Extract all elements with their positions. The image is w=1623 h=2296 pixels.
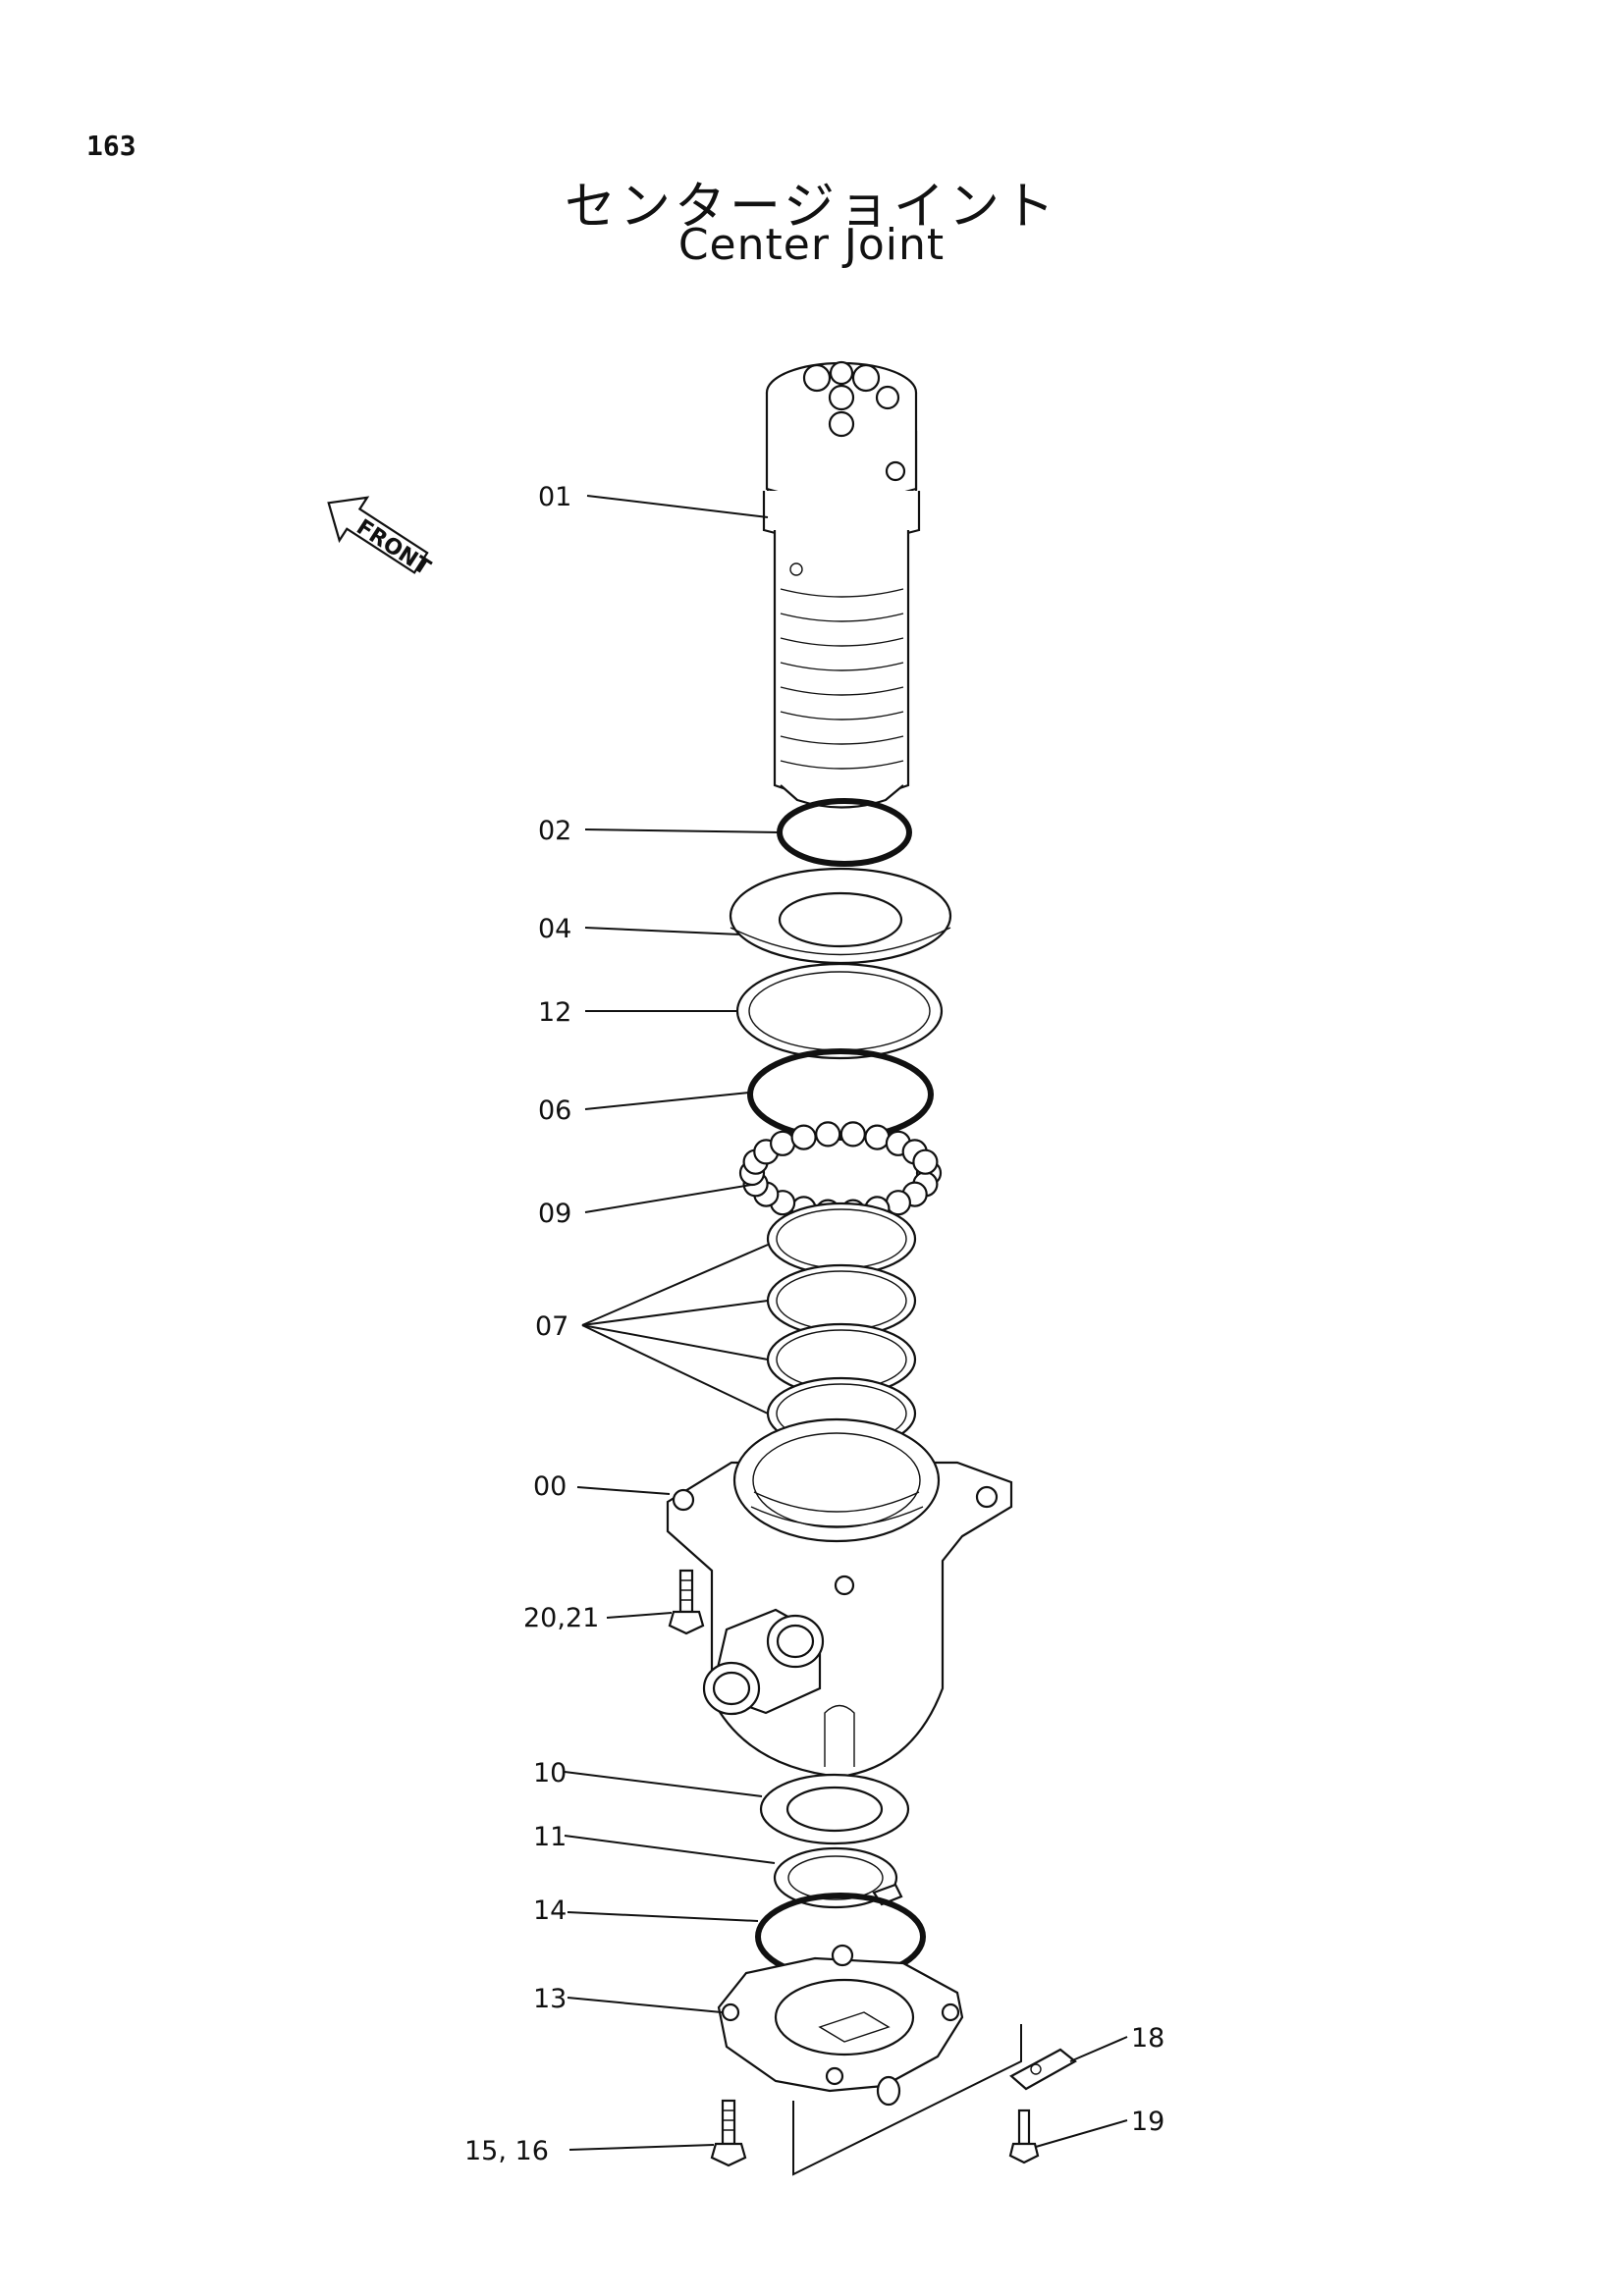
- part-10-washer: [759, 1773, 910, 1845]
- callout-11: 11: [533, 1822, 567, 1852]
- leader-lines: [564, 495, 1128, 2151]
- callout-07: 07: [535, 1311, 568, 1342]
- part-13-cover: [717, 1944, 964, 2107]
- steel-ball: [790, 1124, 817, 1150]
- callout-09: 09: [538, 1199, 571, 1229]
- part-18-plate: [1009, 2048, 1077, 2091]
- bolt-15-16: [710, 2099, 747, 2167]
- part-00-body: [666, 1417, 1013, 1779]
- callout-12: 12: [538, 997, 571, 1028]
- part-07-seal-rings: [766, 1201, 917, 1451]
- callout-19: 19: [1131, 2107, 1164, 2137]
- part-01-spindle: [762, 360, 921, 809]
- callout-06: 06: [538, 1095, 571, 1126]
- front-label: FRONT: [352, 515, 434, 581]
- steel-ball: [885, 1190, 912, 1216]
- callout-13: 13: [533, 1984, 567, 2014]
- callout-04: 04: [538, 914, 571, 944]
- bolt-20-21: [668, 1569, 705, 1635]
- callout-01: 01: [538, 482, 571, 512]
- part-11-retaining-ring: [773, 1846, 903, 1909]
- front-arrow-icon: FRONT: [327, 496, 435, 581]
- callout-10: 10: [533, 1758, 567, 1789]
- callout-15-16: 15, 16: [464, 2136, 549, 2166]
- callout-02: 02: [538, 816, 571, 846]
- title-japanese: センタージョイント: [565, 178, 1058, 237]
- assembly-bracket-line: [792, 2024, 1022, 2176]
- steel-ball: [839, 1121, 866, 1148]
- title-english: Center Joint: [677, 220, 946, 270]
- callout-18: 18: [1131, 2023, 1164, 2054]
- callout-14: 14: [533, 1896, 567, 1926]
- callout-00: 00: [533, 1471, 567, 1502]
- steel-ball: [864, 1124, 891, 1150]
- part-06-o-ring: [747, 1048, 934, 1141]
- callout-20-21: 20,21: [523, 1603, 599, 1633]
- bolt-19: [1008, 2109, 1040, 2164]
- part-02-o-ring: [777, 798, 912, 867]
- part-04-dust-seal: [729, 867, 952, 965]
- steel-ball: [912, 1148, 939, 1175]
- steel-ball: [815, 1121, 841, 1148]
- part-12-ring: [735, 962, 944, 1060]
- steel-ball: [769, 1130, 796, 1156]
- page-number: 163: [86, 130, 136, 162]
